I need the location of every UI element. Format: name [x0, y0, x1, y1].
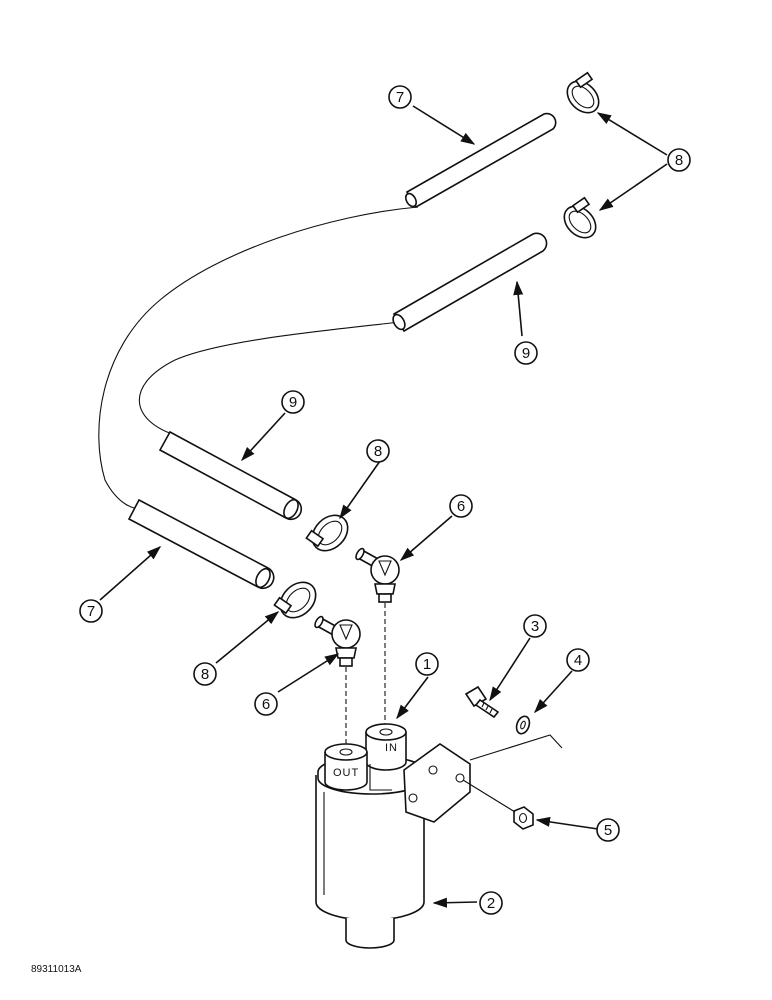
callout-4: 4	[566, 648, 590, 672]
hose-routing-line-lower	[138, 321, 401, 436]
hex-nut	[513, 806, 534, 830]
callout-9-right: 9	[514, 341, 538, 365]
svg-text:8: 8	[675, 152, 683, 169]
svg-text:9: 9	[289, 394, 297, 411]
callout-9-left: 9	[281, 390, 305, 414]
callout-6-upper: 6	[449, 494, 473, 518]
hose-clamp-lower	[273, 581, 317, 619]
callout-8-right: 8	[667, 148, 691, 172]
port-label-in: IN	[385, 742, 398, 754]
callout-2: 2	[479, 891, 503, 915]
hose-clamp-top	[566, 71, 600, 114]
svg-text:9: 9	[522, 345, 530, 362]
callout-7-left: 7	[79, 599, 103, 623]
hose-9-upper	[392, 232, 548, 333]
lock-washer	[515, 715, 531, 735]
hardware-assembly-lines	[462, 734, 563, 813]
svg-text:3: 3	[531, 618, 539, 635]
callout-5: 5	[596, 818, 620, 842]
callout-7-top: 7	[388, 85, 412, 109]
svg-text:8: 8	[374, 443, 382, 460]
svg-text:2: 2	[487, 895, 495, 912]
callout-8-lower: 8	[193, 662, 217, 686]
callout-6-lower: 6	[254, 692, 278, 716]
hose-routing-line-upper	[98, 206, 419, 509]
svg-text:7: 7	[87, 603, 95, 620]
filter-assembly: OUT IN	[315, 723, 471, 949]
svg-text:6: 6	[457, 498, 465, 515]
elbow-fitting-outlet	[314, 615, 361, 667]
hose-7-lower	[127, 498, 275, 590]
svg-text:8: 8	[201, 666, 209, 683]
svg-text:1: 1	[423, 656, 431, 673]
figure-id: 89311013A	[31, 964, 82, 975]
svg-text:6: 6	[262, 696, 270, 713]
hose-7-upper	[404, 112, 557, 209]
bolt	[464, 685, 500, 719]
mounting-bracket	[403, 743, 471, 823]
hose-clamp-mid	[305, 514, 349, 552]
svg-text:5: 5	[604, 822, 612, 839]
svg-text:4: 4	[574, 652, 582, 669]
svg-text:7: 7	[396, 89, 404, 106]
hose-clamp-upper-middle	[563, 196, 597, 239]
callout-1: 1	[415, 652, 439, 676]
elbow-fitting-inlet	[355, 547, 400, 603]
hose-9-lower	[158, 430, 303, 521]
port-label-out: OUT	[333, 767, 359, 779]
callout-8-mid: 8	[366, 439, 390, 463]
callout-3: 3	[523, 614, 547, 638]
